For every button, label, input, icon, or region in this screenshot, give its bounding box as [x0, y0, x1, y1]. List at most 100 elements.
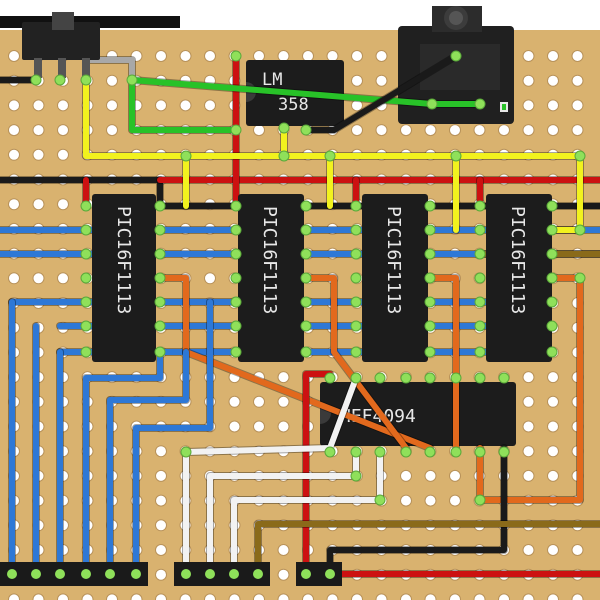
- active-pad: [230, 320, 242, 332]
- board-hole: [179, 99, 192, 112]
- active-pad: [230, 346, 242, 358]
- header-pin: [253, 569, 263, 579]
- active-pad: [574, 272, 586, 284]
- board-hole: [277, 568, 290, 581]
- active-pad: [350, 320, 362, 332]
- active-pad: [474, 494, 486, 506]
- active-pad: [230, 272, 242, 284]
- active-pad: [324, 150, 336, 162]
- board-hole: [571, 593, 584, 600]
- board-hole: [547, 420, 559, 433]
- active-pad: [300, 346, 312, 358]
- board-hole: [571, 99, 584, 112]
- active-pad: [424, 200, 436, 212]
- active-pad: [424, 372, 436, 384]
- active-pad: [350, 224, 362, 236]
- board-hole: [204, 272, 216, 285]
- active-pad: [80, 320, 92, 332]
- active-pad: [80, 272, 92, 284]
- board-hole: [228, 593, 241, 600]
- board-hole: [473, 124, 486, 137]
- board-hole: [375, 50, 388, 62]
- board-hole: [326, 50, 339, 62]
- active-pad: [474, 248, 486, 260]
- active-pad: [154, 200, 166, 212]
- board-hole: [179, 593, 192, 600]
- board-hole: [522, 124, 535, 137]
- active-pad: [126, 74, 138, 86]
- board-hole: [204, 50, 216, 62]
- board-hole: [32, 593, 45, 600]
- active-pad: [350, 372, 362, 384]
- board-hole: [277, 544, 290, 556]
- board-hole: [424, 124, 437, 137]
- active-pad: [450, 372, 462, 384]
- board-hole: [32, 272, 45, 285]
- board-hole: [204, 593, 216, 600]
- board-hole: [130, 593, 143, 600]
- board-hole: [277, 50, 290, 62]
- active-pad: [300, 272, 312, 284]
- board-hole: [277, 420, 290, 433]
- brown-wire-lower: [255, 521, 600, 577]
- board-hole: [228, 395, 241, 408]
- board-hole: [8, 148, 20, 161]
- board-hole: [8, 593, 20, 600]
- pin-header: [0, 562, 342, 586]
- board-hole: [522, 469, 535, 482]
- active-pad: [154, 346, 166, 358]
- board-hole: [179, 50, 192, 62]
- active-pad: [230, 248, 242, 260]
- board-hole: [81, 593, 94, 600]
- pic-chip-4-label: PIC16F1113: [507, 206, 528, 314]
- board-hole: [253, 593, 265, 600]
- active-pad: [300, 248, 312, 260]
- pic-chip-3-label: PIC16F1113: [383, 206, 404, 314]
- active-pad: [180, 150, 192, 162]
- board-hole: [522, 544, 535, 556]
- board-hole: [228, 420, 241, 433]
- board-hole: [473, 593, 486, 600]
- board-hole: [522, 50, 535, 62]
- blue-wire-col-5: [107, 349, 189, 577]
- board-hole: [449, 469, 461, 482]
- board-hole: [571, 50, 584, 62]
- active-pad: [474, 224, 486, 236]
- board-hole: [32, 124, 45, 137]
- board-hole: [351, 50, 363, 62]
- board-hole: [106, 99, 118, 112]
- board-hole: [32, 198, 45, 211]
- board-hole: [155, 445, 167, 458]
- active-pad: [300, 296, 312, 308]
- board-hole: [522, 593, 535, 600]
- active-pad: [350, 346, 362, 358]
- header-pin: [181, 569, 191, 579]
- active-pad: [424, 224, 436, 236]
- board-hole: [449, 124, 461, 137]
- active-pad: [230, 224, 242, 236]
- board-hole: [547, 74, 559, 87]
- active-pad: [574, 224, 586, 236]
- active-pad: [230, 200, 242, 212]
- active-pad: [574, 150, 586, 162]
- active-pad: [450, 446, 462, 458]
- active-pad: [546, 272, 558, 284]
- lm358-label-top: LM: [262, 70, 282, 90]
- blue-wire-col-4: [83, 349, 163, 577]
- active-pad: [80, 346, 92, 358]
- board-hole: [57, 272, 69, 285]
- board-hole: [106, 124, 118, 137]
- active-pad: [154, 320, 166, 332]
- board-hole: [302, 50, 314, 62]
- active-pad: [424, 296, 436, 308]
- board-hole: [155, 99, 167, 112]
- active-pad: [498, 446, 510, 458]
- board-hole: [8, 272, 20, 285]
- orange-wire-diag-2: [303, 275, 409, 451]
- active-pad: [180, 446, 192, 458]
- active-pad: [474, 372, 486, 384]
- board-hole: [57, 124, 69, 137]
- wires-layer-upper: [8, 52, 600, 578]
- board-hole: [8, 198, 20, 211]
- board-hole: [547, 445, 559, 458]
